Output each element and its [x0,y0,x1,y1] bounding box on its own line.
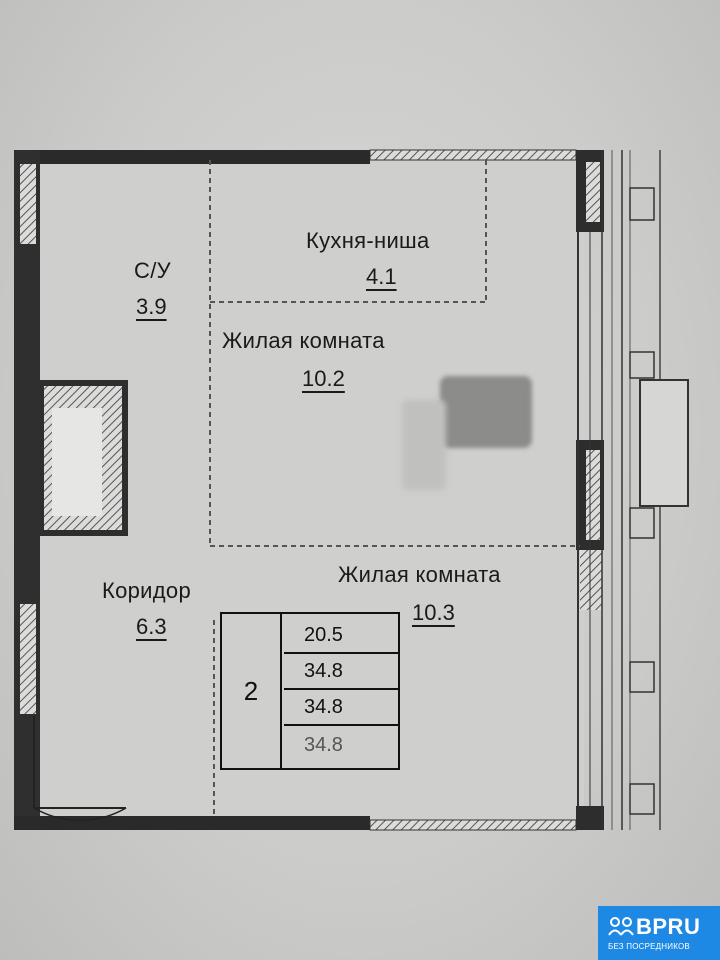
column-right-bottom [576,806,604,830]
stats-value-4: 34.8 [304,734,343,756]
balcony [639,379,689,507]
wall-left [14,150,40,822]
living-room-2-label: Жилая комната [338,562,501,587]
area-stats-table: 2 20.5 34.8 34.8 34.8 [220,612,400,770]
shaft-opening [52,408,102,516]
wall-hatch-left-top [20,164,36,244]
rooms-count: 2 [222,614,282,768]
living-room-1-label: Жилая комната [222,328,385,353]
column-hatch-top [586,162,600,222]
corridor-label: Коридор [102,578,191,603]
watermark-tagline: БЕЗ ПОСРЕДНИКОВ [608,942,690,951]
living-room-2-area: 10.3 [412,600,455,625]
column-hatch-mid [586,450,600,540]
stats-value-2: 34.8 [284,654,398,690]
obscured-patch [440,376,532,448]
watermark-brand: BPRU [636,914,701,939]
door-swing [33,716,127,822]
wall-top-left [14,150,370,164]
people-icon [608,917,634,936]
stats-value-1: 20.5 [284,618,398,654]
watermark-badge: BPRU БЕЗ ПОСРЕДНИКОВ [598,906,720,960]
window-bottom [369,819,577,831]
kitchen-label: Кухня-ниша [306,228,430,253]
wall-hatch-right [580,550,602,610]
living-room-1-area: 10.2 [302,366,345,391]
obscured-patch-secondary [402,400,446,490]
bathroom-label: С/У [134,258,171,283]
window-top [369,149,577,161]
kitchen-area: 4.1 [366,264,397,289]
wall-hatch-left-bottom [20,604,36,714]
partition-lines [209,160,580,816]
wall-bottom-left [14,816,370,830]
bathroom-area: 3.9 [136,294,167,319]
corridor-area: 6.3 [136,614,167,639]
stats-value-3: 34.8 [284,690,398,726]
